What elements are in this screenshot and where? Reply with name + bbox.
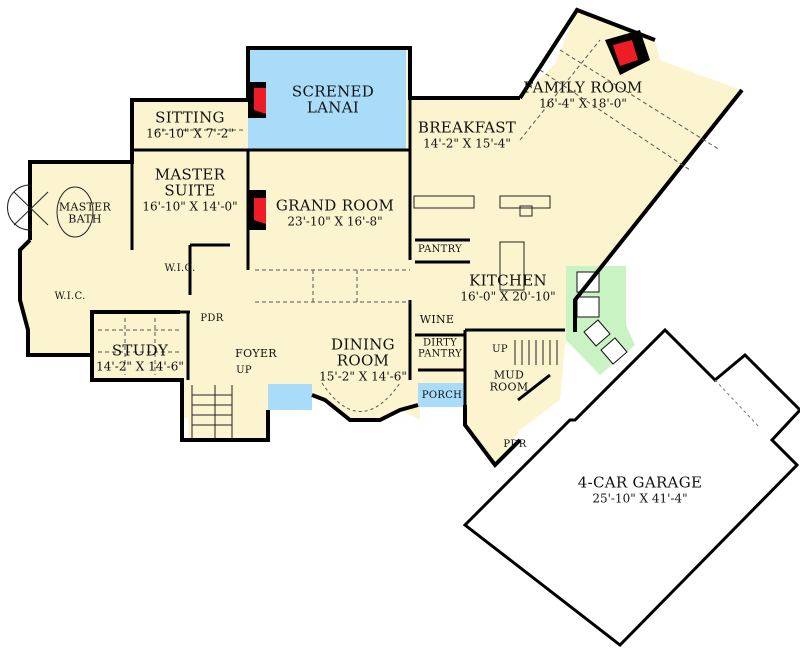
interior-walls xyxy=(28,98,565,405)
room-label-mud-room: MUD ROOM xyxy=(489,368,529,393)
room-label-garage: 4-CAR GARAGE 25'-10" X 41'-4" xyxy=(577,473,703,506)
room-label-sitting: SITTING 16'-10" X 7'-2" xyxy=(146,108,234,141)
stairs-up-label-mud: UP xyxy=(492,343,508,355)
master-bath-fixtures xyxy=(7,184,94,238)
stairs xyxy=(191,340,558,438)
room-label-wic-master: W.I.C. xyxy=(164,262,196,274)
dining-bay xyxy=(321,382,401,412)
floor-fill xyxy=(20,10,742,465)
room-label-breakfast: BREAKFAST 14'-2" X 15'-4" xyxy=(417,118,517,151)
room-label-wic-bath: W.I.C. xyxy=(54,290,86,302)
room-label-wine: WINE xyxy=(419,313,455,327)
room-label-pdr-mud: PDR xyxy=(503,438,527,450)
room-label-pantry: PANTRY xyxy=(417,243,463,255)
room-label-family-room: FAMILY ROOM 16'-4" X 18'-0" xyxy=(523,78,643,111)
room-label-screened-lanai: SCRENED LANAI xyxy=(291,82,375,116)
room-label-kitchen: KITCHEN 16'-0" X 20'-10" xyxy=(460,271,556,304)
kitchen-fixtures xyxy=(413,195,551,291)
room-label-dining-room: DINING ROOM 15'-2" X 14'-6" xyxy=(319,335,407,383)
stairs-up-label-foyer: UP xyxy=(236,364,252,376)
room-label-foyer: FOYER xyxy=(235,347,277,361)
room-label-master-suite: MASTER SUITE 16'-10" X 14'-0" xyxy=(142,165,238,213)
room-label-porch: PORCH xyxy=(421,389,463,401)
room-label-grand-room: GRAND ROOM 23'-10" X 16'-8" xyxy=(275,196,395,229)
fireplaces xyxy=(248,30,650,230)
room-label-master-bath: MASTER BATH xyxy=(58,200,112,225)
room-label-dirty-pantry: DIRTY PANTRY xyxy=(417,337,463,359)
ceiling-beams xyxy=(98,39,721,375)
room-label-pdr-foyer: PDR xyxy=(200,312,224,324)
lanai-fill xyxy=(248,48,406,150)
garage-fill xyxy=(462,327,800,648)
foyer-porch-fill xyxy=(268,384,312,410)
porch-fill xyxy=(418,383,464,407)
room-label-study: STUDY 14'-2" X 14'-6" xyxy=(96,341,184,374)
